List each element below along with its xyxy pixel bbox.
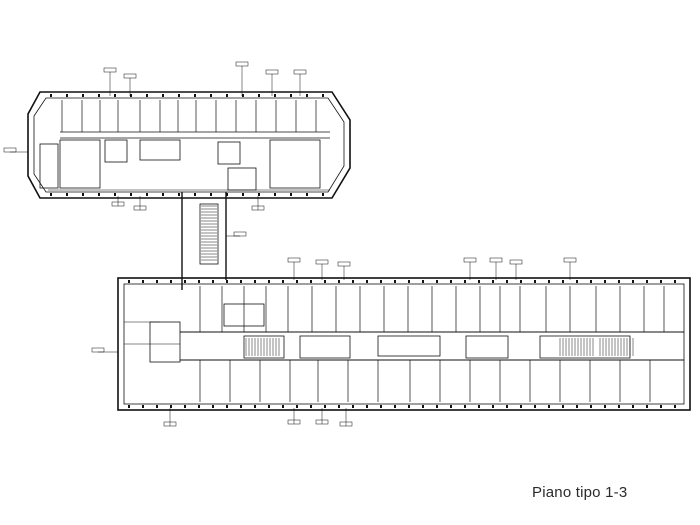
lower-wing [117,277,691,411]
lower-wing-rooms [199,286,665,402]
connector-stair [201,205,217,261]
sheet-caption: Piano tipo 1-3 [532,484,628,501]
column-grid-ticks [50,94,676,408]
upper-wing-core [39,139,321,191]
annotation-leaders [3,61,577,427]
upper-wing-rooms [61,100,317,132]
lower-wing-cores [149,303,634,363]
upper-wing [27,91,351,199]
connector-corridor [181,192,227,290]
